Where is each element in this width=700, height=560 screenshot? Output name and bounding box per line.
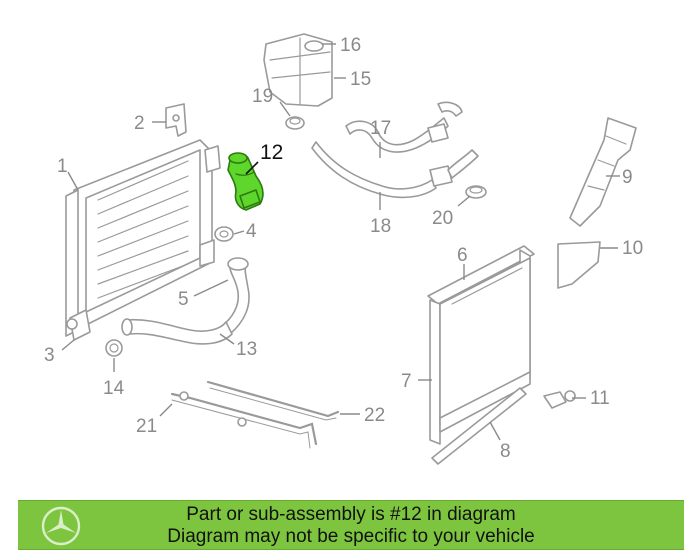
callout-2: 2 bbox=[134, 113, 145, 134]
callout-12[interactable]: 12 bbox=[260, 141, 283, 164]
part-air-deflector bbox=[569, 117, 637, 227]
part-seal-strip bbox=[431, 387, 527, 465]
info-banner: Part or sub-assembly is #12 in diagram D… bbox=[18, 500, 684, 550]
callout-10: 10 bbox=[622, 238, 643, 259]
callout-14: 14 bbox=[103, 378, 125, 399]
callout-4: 4 bbox=[246, 221, 257, 242]
callout-7: 7 bbox=[401, 371, 412, 392]
callout-21: 21 bbox=[136, 416, 157, 437]
callout-13: 13 bbox=[236, 339, 257, 360]
part-radiator bbox=[65, 139, 221, 341]
callout-22: 22 bbox=[364, 405, 385, 426]
part-condenser-frame bbox=[427, 245, 535, 445]
callout-3: 3 bbox=[44, 345, 55, 366]
callout-6: 6 bbox=[457, 245, 468, 266]
part-heater-hoses bbox=[311, 101, 479, 199]
callout-5: 5 bbox=[178, 289, 189, 310]
part-bracket bbox=[165, 103, 187, 137]
callout-11: 11 bbox=[590, 388, 610, 409]
banner-line-part-number: Part or sub-assembly is #12 in diagram bbox=[186, 504, 516, 525]
part-grommet bbox=[214, 226, 234, 242]
part-lower-hose bbox=[121, 318, 233, 345]
callout-8: 8 bbox=[500, 441, 511, 462]
banner-line-disclaimer: Diagram may not be specific to your vehi… bbox=[167, 526, 535, 547]
parts-diagram: 1 2 3 4 5 6 7 8 9 10 11 12 13 14 15 16 1… bbox=[44, 33, 643, 465]
part-clamp-20 bbox=[465, 185, 487, 199]
callout-18: 18 bbox=[370, 216, 391, 237]
callout-20: 20 bbox=[432, 208, 453, 229]
callout-17: 17 bbox=[370, 118, 391, 139]
part-coolant-reservoir bbox=[263, 33, 333, 107]
part-fastener bbox=[543, 390, 576, 409]
mercedes-star-icon bbox=[41, 506, 81, 546]
leader-lines bbox=[61, 43, 620, 441]
callout-1: 1 bbox=[57, 156, 68, 177]
callout-19: 19 bbox=[252, 86, 273, 107]
callout-9: 9 bbox=[622, 167, 633, 188]
part-coolant-lines bbox=[170, 380, 340, 449]
callout-15: 15 bbox=[350, 69, 371, 90]
part-12-upper-hose-highlighted[interactable] bbox=[227, 152, 264, 211]
callout-16: 16 bbox=[340, 35, 361, 56]
callout-labels: 1 2 3 4 5 6 7 8 9 10 11 12 13 14 15 16 1… bbox=[44, 35, 643, 462]
part-side-deflector bbox=[557, 241, 601, 289]
part-cap bbox=[285, 116, 305, 130]
part-clamp-14 bbox=[105, 339, 123, 357]
